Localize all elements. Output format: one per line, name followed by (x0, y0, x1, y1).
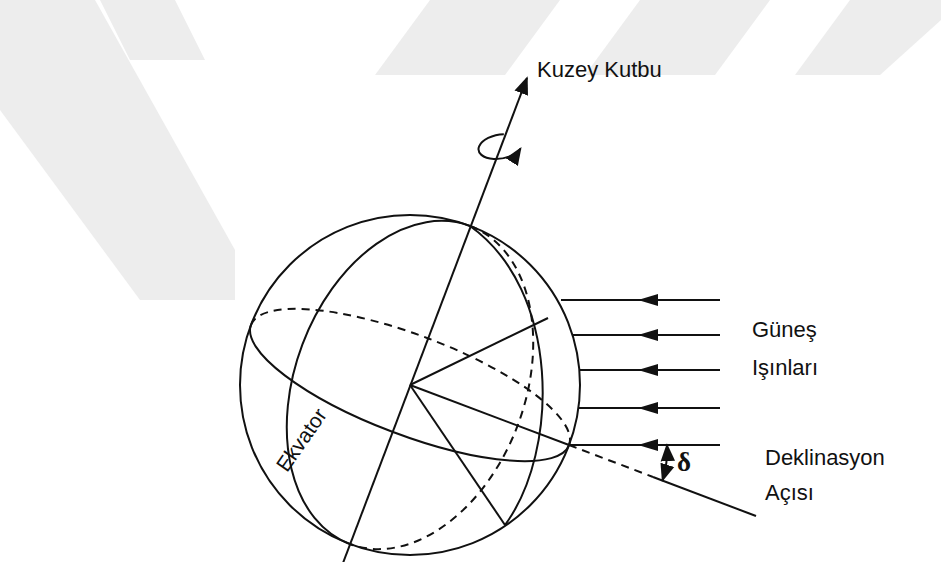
radius-line (410, 385, 569, 445)
arrowhead (638, 294, 658, 306)
angle-symbol: δ (677, 447, 691, 477)
meridian-arc-hidden (350, 226, 578, 562)
rotation-arrow (477, 131, 522, 162)
meridian-arc (242, 185, 470, 544)
meridian-arc (470, 226, 543, 525)
watermark-band (795, 0, 941, 75)
arrowhead (638, 364, 658, 376)
sun-rays (561, 300, 720, 445)
declination-line (569, 445, 653, 477)
watermark-band (375, 0, 560, 75)
watermark-band (0, 0, 941, 300)
watermark-band (0, 0, 235, 300)
arrowhead (638, 329, 658, 341)
angle-arc (663, 445, 668, 480)
radius-line (410, 385, 505, 525)
ray-arrowheads (638, 294, 658, 451)
arrowhead (638, 402, 658, 414)
watermark-band (100, 0, 205, 60)
rays-label: Güneş Işınları (752, 311, 852, 387)
arrowhead (638, 439, 658, 451)
angle-name-label: Deklinasyon Açısı (765, 440, 915, 510)
polar-axis (343, 78, 527, 562)
equator-label: Ekvator (272, 404, 333, 476)
declination-line (653, 477, 756, 516)
pole-label: Kuzey Kutbu (537, 57, 662, 83)
radius-line (410, 318, 548, 385)
